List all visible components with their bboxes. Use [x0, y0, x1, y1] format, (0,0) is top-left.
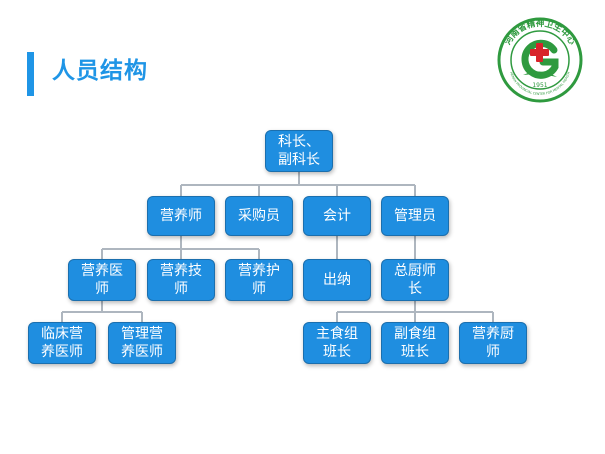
svg-text:1951: 1951 — [532, 82, 547, 89]
hospital-emblem-icon: 1951 河南省精神卫生中心 HENAN PROVINCIAL CENTER F… — [497, 17, 583, 103]
org-node-staple-food-team-leader: 主食组 班长 — [303, 322, 371, 364]
org-node-nutrition-nurse: 营养护 师 — [225, 259, 293, 301]
org-node-nutrition-doctor: 营养医 师 — [68, 259, 136, 301]
title-accent-bar — [27, 52, 34, 96]
org-node-side-food-team-leader: 副食组 班长 — [381, 322, 449, 364]
page-title: 人员结构 — [52, 58, 148, 84]
org-node-nutritionist: 营养师 — [147, 196, 215, 236]
org-node-purchaser: 采购员 — [225, 196, 293, 236]
org-node-accountant: 会计 — [303, 196, 371, 236]
org-node-clinical-nutrition-doctor: 临床营 养医师 — [28, 322, 96, 364]
hospital-logo: 1951 河南省精神卫生中心 HENAN PROVINCIAL CENTER F… — [497, 17, 583, 103]
org-node-head-chef: 总厨师 长 — [381, 259, 449, 301]
org-node-section-chief: 科长、 副科长 — [265, 130, 333, 172]
org-node-management-nutrition-doctor: 管理营 养医师 — [108, 322, 176, 364]
org-node-manager: 管理员 — [381, 196, 449, 236]
org-node-cashier: 出纳 — [303, 259, 371, 301]
org-node-nutrition-chef: 营养厨 师 — [459, 322, 527, 364]
org-node-nutrition-technician: 营养技 师 — [147, 259, 215, 301]
